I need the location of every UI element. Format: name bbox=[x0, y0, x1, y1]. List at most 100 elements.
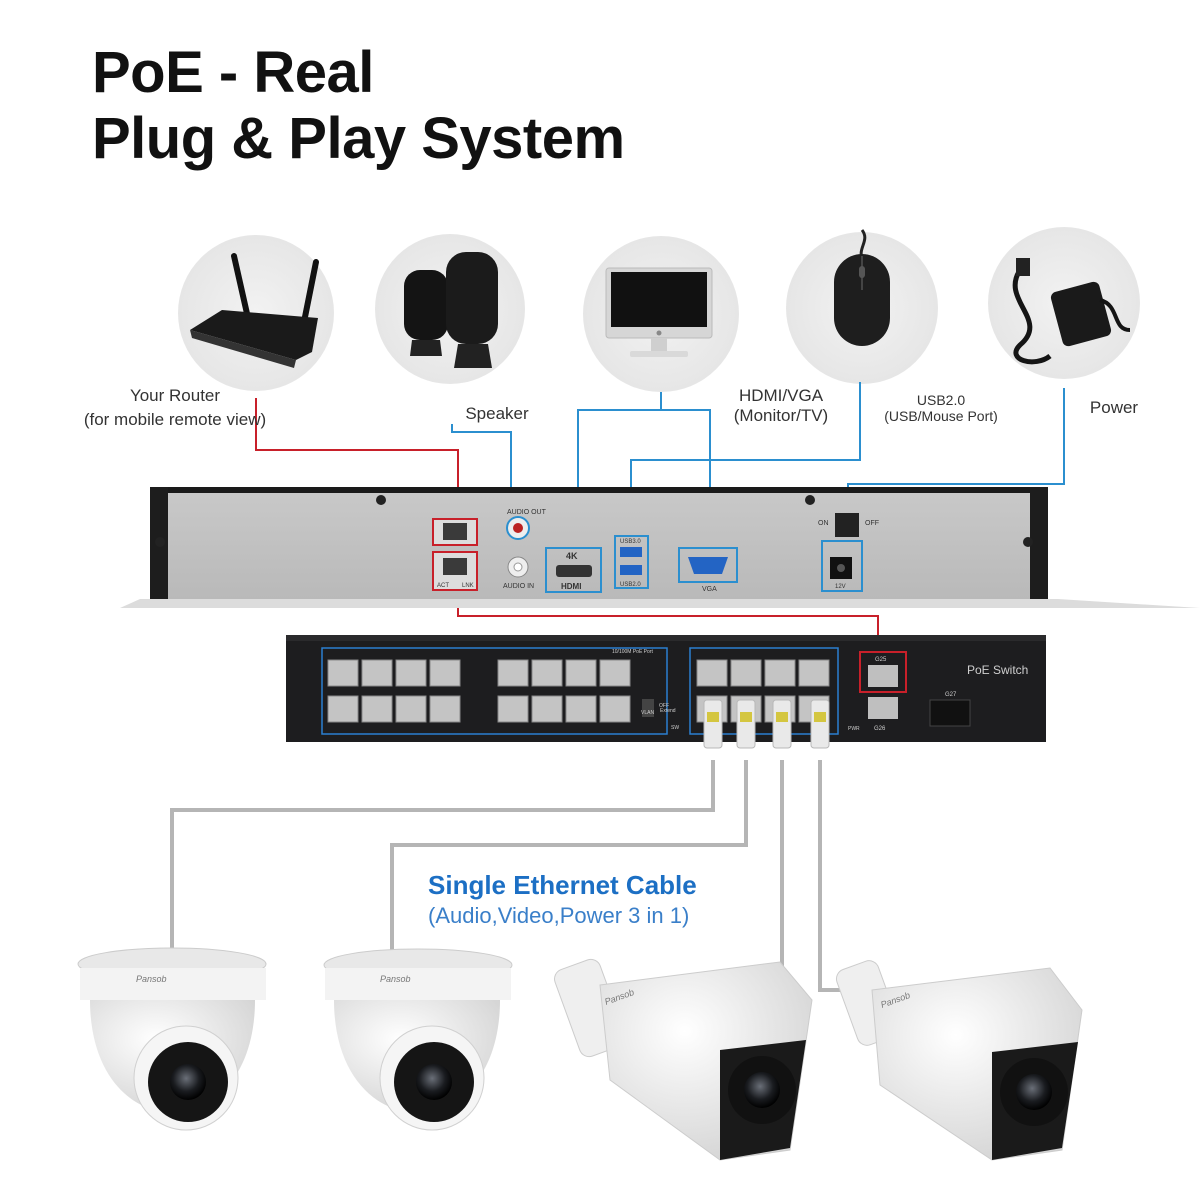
mouse-label-main: USB2.0 bbox=[916, 392, 966, 408]
plug-contact bbox=[814, 712, 826, 722]
ethernet-plug bbox=[703, 699, 723, 749]
ethernet-plug bbox=[810, 699, 830, 749]
nvr-recorder bbox=[120, 487, 1200, 608]
switch-port bbox=[429, 659, 461, 687]
poe-switch-label: PoE Switch bbox=[967, 663, 1028, 677]
speaker-label: Speaker bbox=[465, 404, 529, 423]
ethernet-plug bbox=[772, 699, 792, 749]
switch-port bbox=[764, 659, 796, 687]
usb3-label: USB3.0 bbox=[620, 539, 641, 545]
mouse-label: USB2.0 (USB/Mouse Port) bbox=[866, 392, 1016, 424]
sw-label: SW bbox=[671, 725, 679, 731]
camera-1-cable bbox=[170, 760, 715, 958]
switch-off-label: OFF bbox=[659, 703, 669, 709]
monitor-label: HDMI/VGA (Monitor/TV) bbox=[706, 386, 856, 426]
audio-in-label: AUDIO IN bbox=[503, 583, 534, 590]
hdmi-port bbox=[545, 547, 602, 593]
dc-power-port bbox=[821, 540, 863, 592]
router-label-sub: (for mobile remote view) bbox=[83, 410, 267, 429]
switch-port bbox=[497, 659, 529, 687]
g25-label: G25 bbox=[875, 657, 887, 663]
power-switch bbox=[835, 513, 859, 537]
hdmi-4k-label: 4K bbox=[566, 551, 578, 561]
switch-port bbox=[599, 659, 631, 687]
vlan-label: VLAN bbox=[641, 710, 654, 716]
uplink-port-g26 bbox=[868, 697, 898, 719]
switch-port bbox=[395, 695, 427, 723]
monitor-icon bbox=[605, 267, 713, 357]
switch-port bbox=[327, 659, 359, 687]
camera-1-brand: Pansob bbox=[136, 974, 167, 984]
plug-contact bbox=[776, 712, 788, 722]
switch-port bbox=[730, 659, 762, 687]
switch-port bbox=[565, 695, 597, 723]
dc-12v-label: 12V bbox=[835, 584, 846, 590]
bullet-camera-3 bbox=[554, 958, 813, 1161]
mouse-icon bbox=[834, 229, 890, 346]
speaker-circle bbox=[375, 234, 525, 384]
poe-switch bbox=[286, 635, 1046, 742]
switch-port bbox=[395, 659, 427, 687]
audio-out-label: AUDIO OUT bbox=[507, 509, 547, 516]
title-line-2: Plug & Play System bbox=[92, 106, 625, 171]
power-off-label: OFF bbox=[865, 520, 879, 527]
switch-port bbox=[497, 695, 529, 723]
switch-port bbox=[327, 695, 359, 723]
pwr-label: PWR bbox=[848, 726, 860, 732]
switch-port bbox=[696, 659, 728, 687]
router-label: Your Router (for mobile remote view) bbox=[40, 386, 310, 430]
switch-port bbox=[361, 695, 393, 723]
tagline: Single Ethernet Cable (Audio,Video,Power… bbox=[428, 870, 697, 929]
tagline-subtitle: (Audio,Video,Power 3 in 1) bbox=[428, 903, 690, 928]
dome-camera-1 bbox=[77, 947, 267, 1131]
power-label: Power bbox=[1089, 398, 1139, 417]
bullet-camera-4 bbox=[835, 960, 1083, 1161]
router-label-main: Your Router bbox=[129, 386, 221, 405]
g27-label: G27 bbox=[945, 692, 957, 698]
mouse-circle bbox=[786, 229, 938, 384]
speaker-icon bbox=[404, 252, 498, 368]
power-circle bbox=[988, 227, 1140, 379]
switch-port bbox=[565, 659, 597, 687]
speaker-connection-line bbox=[451, 424, 512, 512]
power-adapter-icon bbox=[1012, 258, 1131, 365]
mouse-label-sub: (USB/Mouse Port) bbox=[884, 408, 998, 424]
poe-port-header: 10/100M PoE Port bbox=[612, 649, 653, 655]
dome-camera-2 bbox=[323, 948, 513, 1131]
ethernet-plug bbox=[736, 699, 756, 749]
switch-port bbox=[531, 659, 563, 687]
hdmi-label: HDMI bbox=[561, 582, 581, 591]
plug-contact bbox=[707, 712, 719, 722]
ethernet-plugs bbox=[703, 699, 830, 749]
tagline-title: Single Ethernet Cable bbox=[428, 870, 697, 900]
switch-port bbox=[798, 659, 830, 687]
switch-port bbox=[599, 695, 631, 723]
uplink-port-g25 bbox=[859, 651, 907, 693]
title-line-1: PoE - Real bbox=[92, 40, 374, 105]
power-on-label: ON bbox=[818, 520, 829, 527]
router-icon bbox=[190, 253, 319, 368]
usb2-label: USB2.0 bbox=[620, 582, 641, 588]
camera-3-cable bbox=[760, 760, 784, 970]
extend-label: Extend bbox=[660, 708, 676, 714]
camera-2-brand: Pansob bbox=[380, 974, 411, 984]
vga-label: VGA bbox=[702, 586, 717, 593]
plug-contact bbox=[740, 712, 752, 722]
usb-ports bbox=[614, 535, 649, 589]
sfp-port-g27 bbox=[929, 699, 971, 727]
vga-port bbox=[678, 547, 738, 583]
act-label: ACT bbox=[437, 583, 449, 589]
monitor-connection-line bbox=[577, 392, 662, 548]
switch-port bbox=[531, 695, 563, 723]
monitor-label-main: HDMI/VGA bbox=[738, 386, 824, 405]
camera-2-cable bbox=[390, 760, 748, 960]
monitor-label-sub: (Monitor/TV) bbox=[733, 406, 829, 425]
router-connection-line bbox=[255, 398, 459, 518]
camera-4-cable bbox=[818, 760, 855, 992]
g26-label: G26 bbox=[874, 726, 886, 732]
lnk-label: LNK bbox=[462, 583, 474, 589]
router-circle bbox=[178, 235, 334, 391]
switch-port bbox=[361, 659, 393, 687]
page-title: PoE - Real Plug & Play System bbox=[92, 40, 625, 172]
